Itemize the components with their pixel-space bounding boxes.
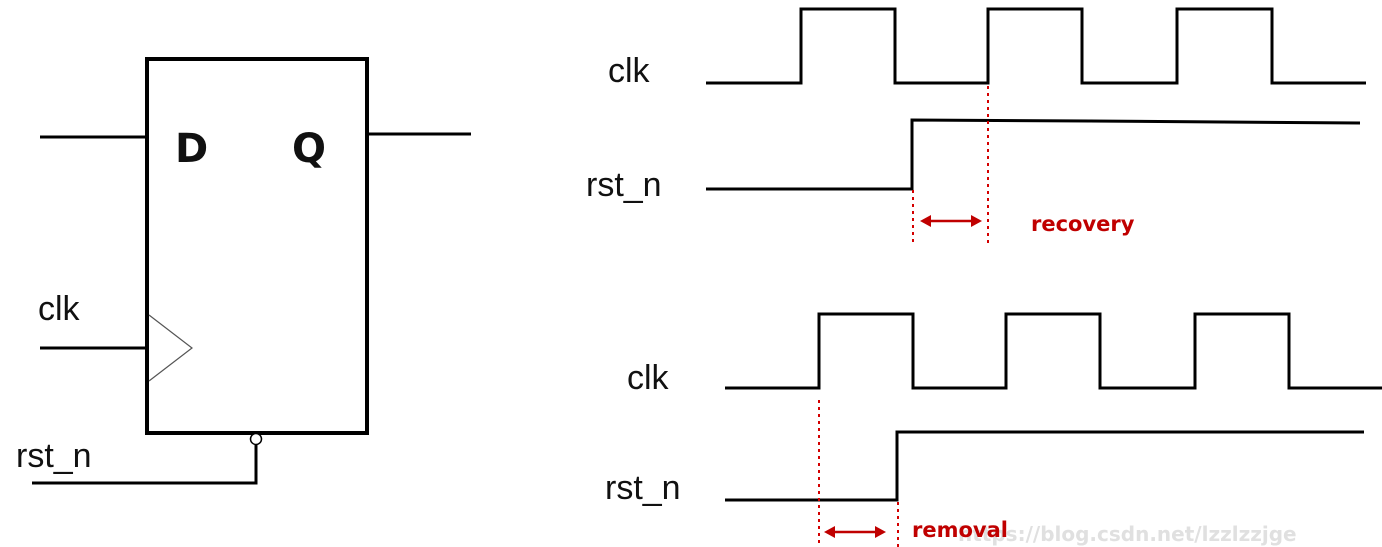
removal-rst-label: rst_n — [605, 469, 681, 507]
active-low-bubble-icon — [249, 432, 263, 446]
flip-flop-body — [145, 57, 369, 435]
d-flip-flop: D Q clk rst_n — [16, 57, 471, 485]
arrow-left-head-icon — [824, 526, 835, 538]
rst-input-label: rst_n — [16, 437, 92, 475]
pin-d-label: D — [175, 126, 208, 172]
recovery-clk-waveform — [706, 7, 1366, 85]
removal-clk-label: clk — [627, 359, 670, 397]
recovery-rst-waveform — [706, 118, 1361, 191]
arrow-right-head-icon — [875, 526, 886, 538]
clock-edge-triangle-icon — [148, 314, 193, 382]
pin-q-label: Q — [292, 126, 326, 172]
arrow-left-head-icon — [920, 215, 931, 227]
recovery-annotation: recovery — [1031, 212, 1135, 236]
removal-clk-waveform — [725, 312, 1382, 390]
rst-input-wire — [32, 445, 258, 485]
watermark: https://blog.csdn.net/lzzlzzjge — [958, 522, 1297, 546]
removal-annotation: removal — [912, 518, 1008, 542]
recovery-clk-label: clk — [608, 52, 651, 90]
recovery-timing-diagram: clk rst_n recovery — [586, 7, 1366, 243]
clk-input-label: clk — [38, 290, 81, 328]
removal-rst-waveform — [725, 430, 1364, 502]
arrow-right-head-icon — [971, 215, 982, 227]
removal-timing-diagram: clk rst_n https://blog.csdn.net/lzzlzzjg… — [605, 312, 1382, 547]
recovery-rst-label: rst_n — [586, 166, 662, 204]
